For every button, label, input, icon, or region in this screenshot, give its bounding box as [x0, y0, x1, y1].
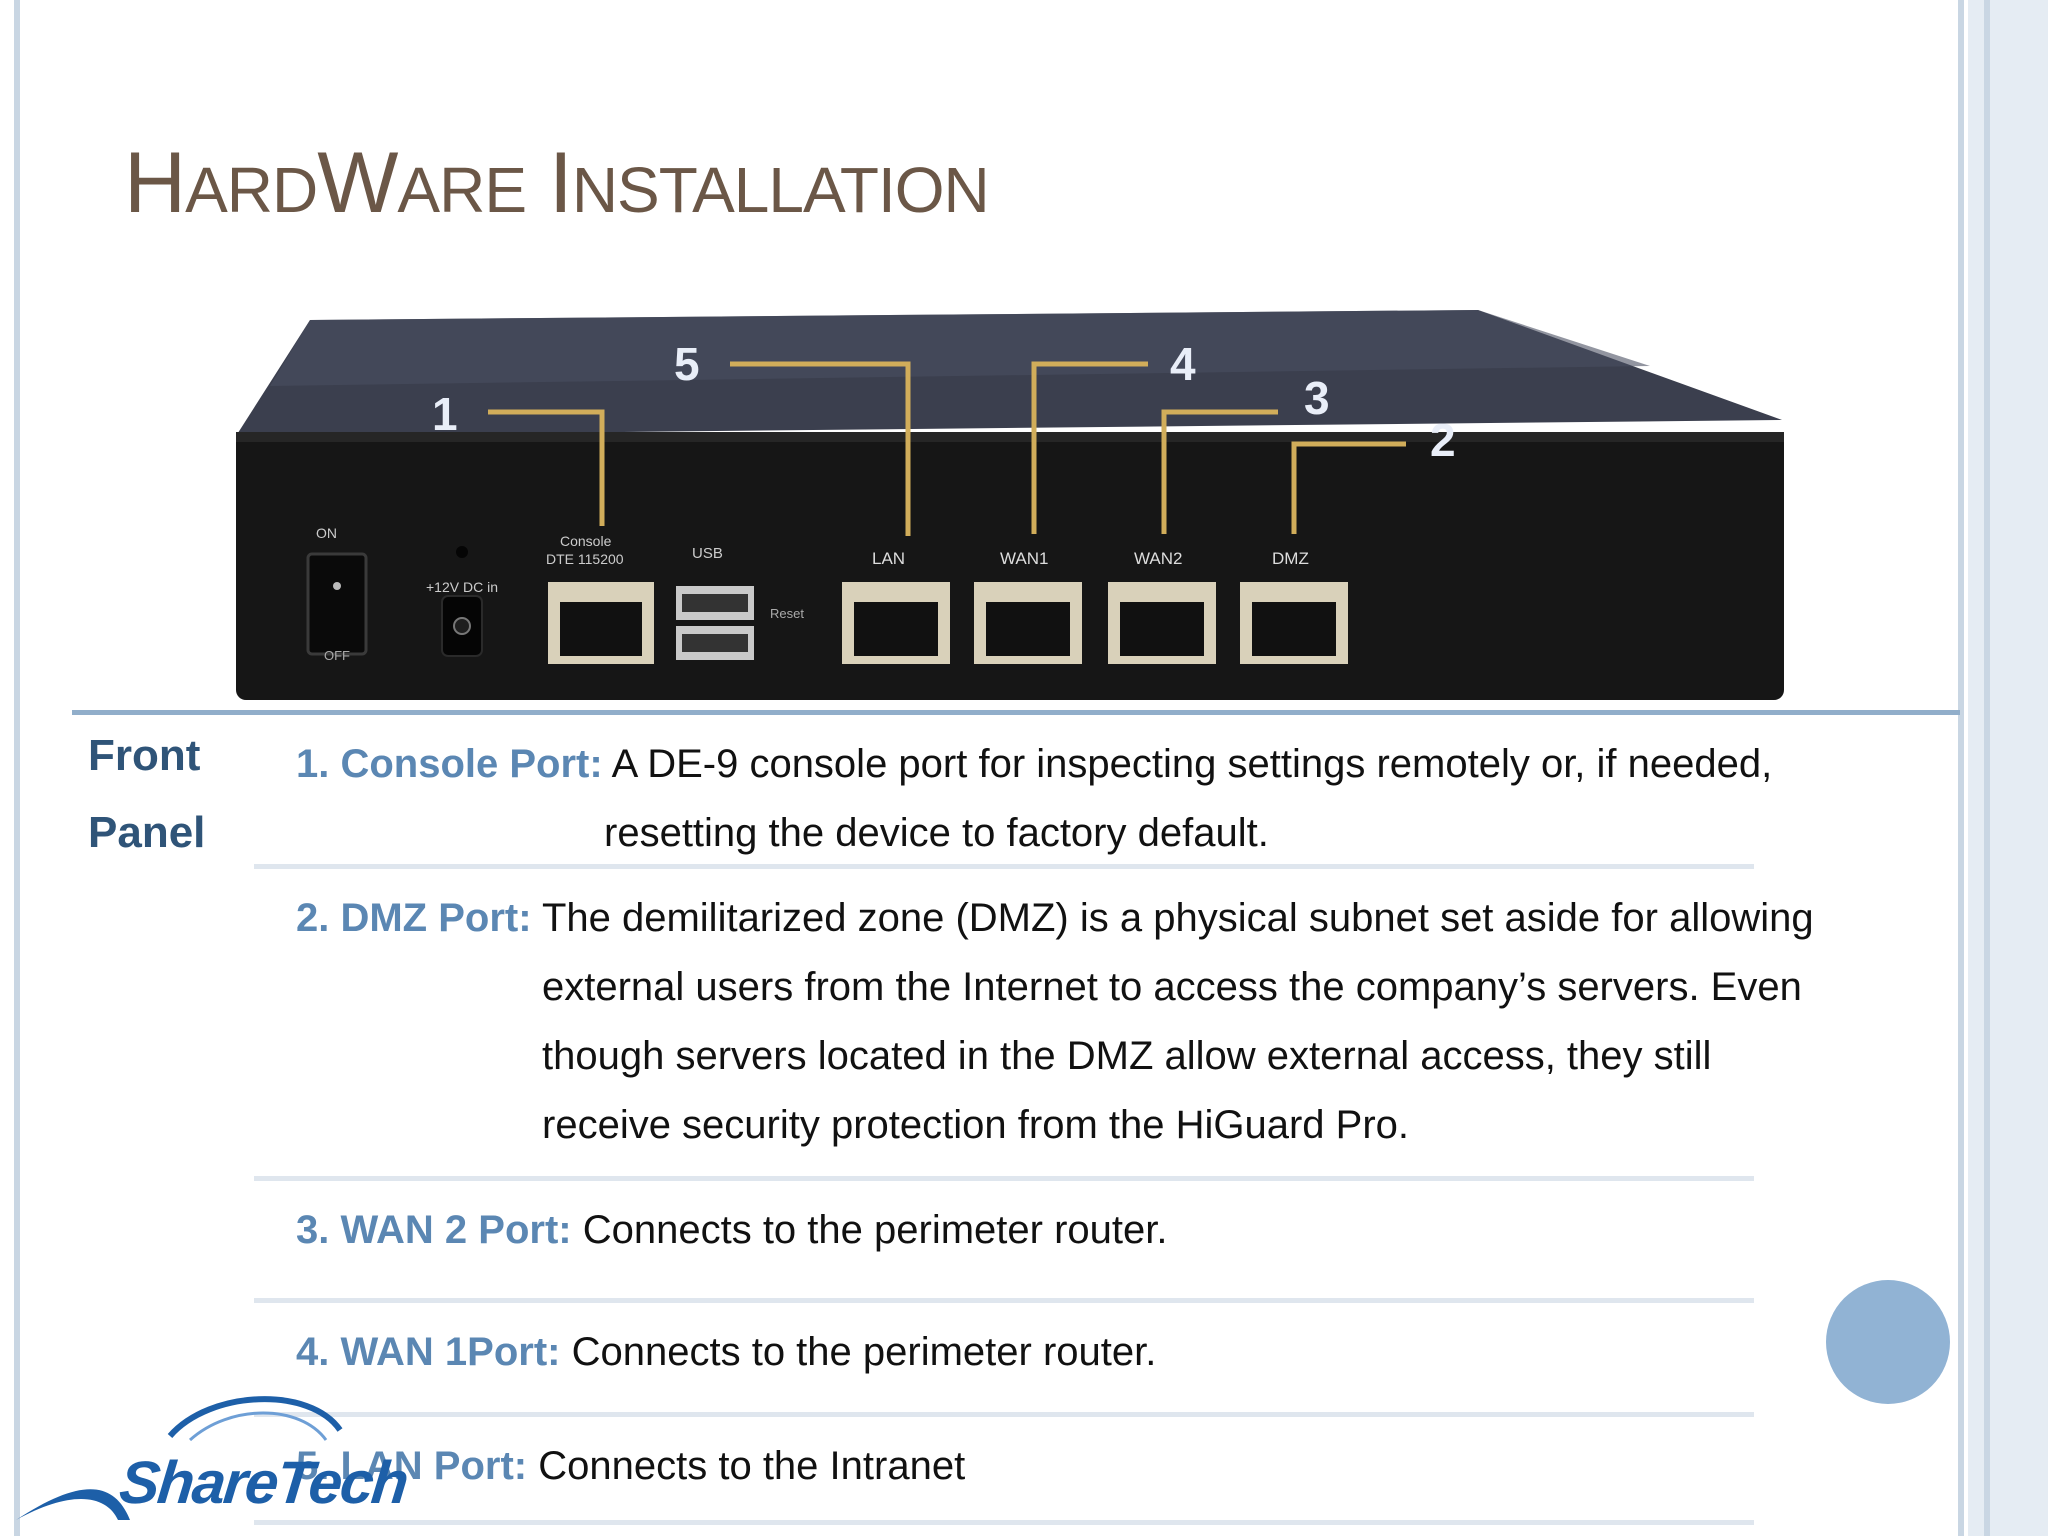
sharetech-logo — [16, 1396, 343, 1520]
logo-swoosh-inner — [188, 1411, 328, 1442]
item-label: 1. Console Port: — [296, 742, 603, 786]
usb-label: USB — [692, 545, 723, 562]
list-item-wan2-port: 3. WAN 2 Port: Connects to the perimeter… — [296, 1196, 1876, 1265]
item-text-line: The demilitarized zone (DMZ) is a physic… — [541, 896, 1814, 940]
title-smallcaps: ARD — [185, 154, 318, 226]
callout-number-4: 4 — [1170, 338, 1196, 390]
section-divider — [72, 710, 1960, 715]
console-baud-label: DTE 115200 — [546, 551, 624, 567]
section-label-line: Front — [88, 731, 201, 780]
slide-frame-right — [1958, 0, 1964, 1536]
slide-title: HARDWARE INSTALLATION — [124, 140, 990, 226]
on-label: ON — [316, 525, 337, 541]
list-item-wan1-port: 4. WAN 1Port: Connects to the perimeter … — [296, 1318, 1876, 1387]
title-space — [526, 135, 549, 231]
row-separator — [254, 1298, 1754, 1303]
power-switch — [306, 552, 368, 656]
callout-line-1 — [488, 409, 605, 526]
callout-line-2 — [1291, 441, 1406, 534]
device-photo: ON OFF +12V DC in Console DTE 115200 USB… — [236, 310, 1784, 700]
wan1-label: WAN1 — [1000, 549, 1049, 568]
dmz-port-socket — [1252, 602, 1336, 656]
logo-wave — [16, 1489, 130, 1520]
power-switch-dot — [333, 582, 341, 590]
slide-frame-right-band — [1968, 0, 2048, 1536]
usb-port-bottom-socket — [682, 634, 748, 652]
console-port-socket — [560, 602, 642, 656]
slide-frame-left — [14, 0, 20, 1536]
callout-number-2: 2 — [1430, 414, 1456, 466]
callout-number-3: 3 — [1304, 372, 1330, 424]
section-label: Front Panel — [88, 728, 238, 861]
item-text-line: Connects to the Intranet — [538, 1444, 966, 1488]
callout-number-1: 1 — [432, 388, 458, 440]
lan-label: LAN — [872, 549, 905, 568]
item-text-line: Connects to the perimeter router. — [571, 1330, 1157, 1374]
item-text-line: Connects to the perimeter router. — [582, 1208, 1168, 1252]
title-letter: W — [317, 135, 398, 231]
wan2-label: WAN2 — [1134, 549, 1183, 568]
console-label: Console — [560, 533, 612, 549]
off-label: OFF — [324, 648, 350, 663]
reset-label: Reset — [770, 606, 804, 621]
item-text-line: external users from the Internet to acce… — [542, 965, 1802, 1009]
item-label: 2. DMZ Port: — [296, 896, 532, 940]
wan2-port-socket — [1120, 602, 1204, 656]
title-smallcaps: NSTALLATION — [571, 154, 990, 226]
item-label: 4. WAN 1Port: — [296, 1330, 561, 1374]
row-separator — [254, 1176, 1754, 1181]
slide-nav-circle[interactable] — [1826, 1280, 1950, 1404]
callout-line-3 — [1161, 409, 1278, 534]
title-smallcaps: ARE — [397, 154, 527, 226]
callout-line-4 — [1031, 361, 1148, 534]
list-item-dmz-port: 2. DMZ Port: The demilitarized zone (DMZ… — [296, 884, 1876, 1160]
callout-line-5 — [730, 361, 911, 536]
dc-led — [456, 546, 468, 558]
device-top-highlight — [270, 310, 1650, 386]
usb-port-top-socket — [682, 594, 748, 612]
list-item-console-port: 1. Console Port: A DE-9 console port for… — [296, 730, 1876, 868]
item-label: 5. LAN Port: — [296, 1444, 528, 1488]
device-front-edge — [236, 432, 1784, 442]
wan1-port-socket — [986, 602, 1070, 656]
slide-frame-right-inner — [1984, 0, 1990, 1536]
logo-swoosh — [167, 1396, 343, 1439]
row-separator — [254, 1412, 1754, 1417]
row-separator — [254, 864, 1754, 869]
item-text-line: resetting the device to factory default. — [604, 811, 1269, 855]
title-letter: I — [548, 135, 573, 231]
title-letter: H — [124, 135, 186, 231]
lan-port-socket — [854, 602, 938, 656]
callout-number-5: 5 — [674, 338, 700, 390]
list-item-lan-port: 5. LAN Port: Connects to the Intranet — [296, 1432, 1876, 1501]
item-text-line: though servers located in the DMZ allow … — [542, 1034, 1712, 1078]
dc-label: +12V DC in — [426, 579, 498, 595]
item-text-line: A DE-9 console port for inspecting setti… — [611, 742, 1773, 786]
dc-jack-pin — [453, 617, 471, 635]
item-label: 3. WAN 2 Port: — [296, 1208, 572, 1252]
item-text-line: receive security protection from the HiG… — [542, 1103, 1410, 1147]
logo-text: ShareTech — [116, 1449, 411, 1516]
section-label-line: Panel — [88, 808, 206, 857]
row-separator — [254, 1520, 1754, 1525]
dmz-label: DMZ — [1272, 549, 1309, 568]
